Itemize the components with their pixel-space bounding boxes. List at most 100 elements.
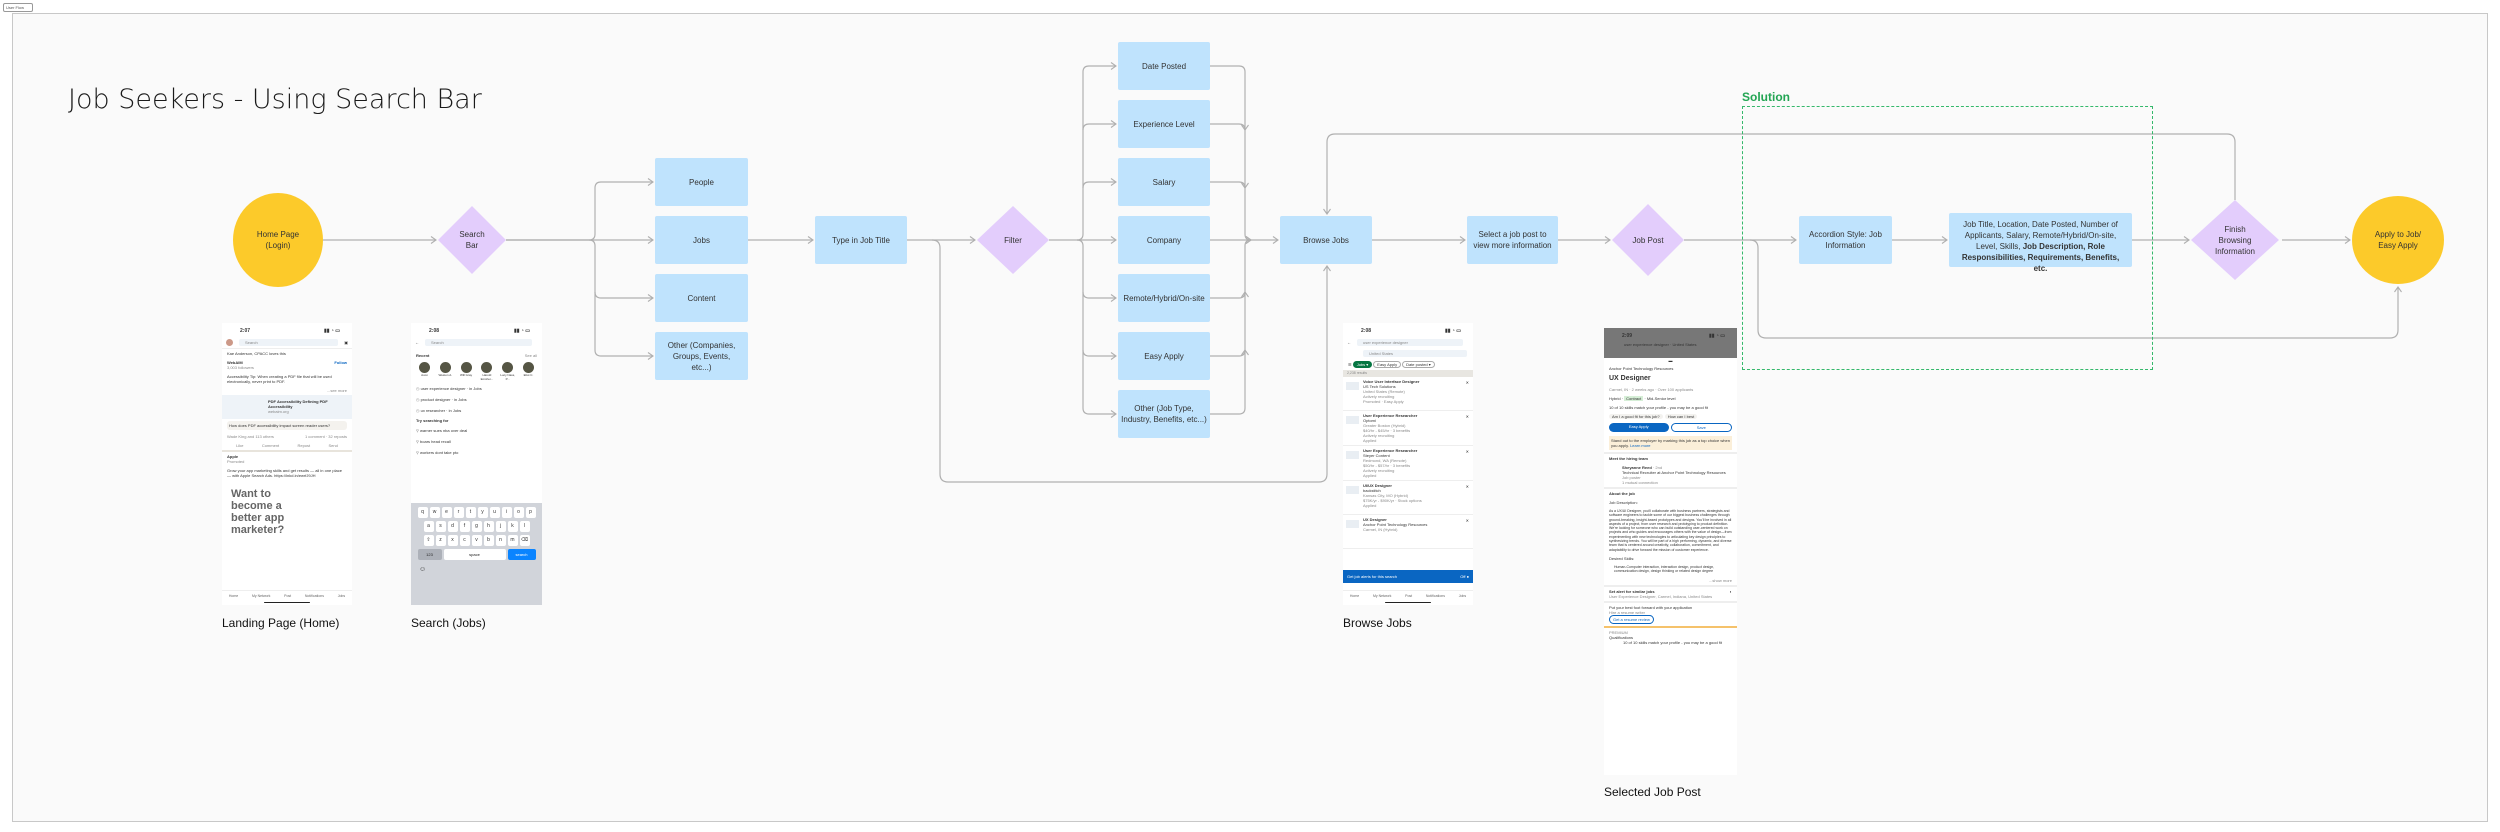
avatar[interactable] <box>226 339 233 346</box>
key[interactable]: k <box>507 521 518 532</box>
node-browse-jobs[interactable]: Browse Jobs <box>1280 216 1372 264</box>
nav-item[interactable]: Home <box>1349 594 1360 598</box>
search-input[interactable]: Search <box>239 339 339 346</box>
comment-button[interactable]: Comment <box>261 443 280 448</box>
dismiss-icon[interactable]: ✕ <box>1465 449 1469 454</box>
recent-search-item[interactable]: ◷ product designer · in Jobs <box>411 394 542 405</box>
key[interactable]: w <box>429 507 440 518</box>
reactions[interactable]: Wade King and 113 others <box>227 434 274 439</box>
key[interactable]: d <box>447 521 458 532</box>
recent-person[interactable]: Lucy Nass, P... <box>498 362 517 381</box>
nav-item[interactable]: My Network <box>251 594 271 598</box>
key[interactable]: m <box>507 535 518 546</box>
key[interactable]: g <box>471 521 482 532</box>
filter-company[interactable]: Company <box>1118 216 1210 264</box>
nav-item[interactable]: Notifications <box>304 594 324 598</box>
suggestion-item[interactable]: ⚲ boars head recall <box>411 436 542 447</box>
key[interactable]: i <box>501 507 512 518</box>
learn-more-link[interactable]: Learn more <box>1630 443 1651 448</box>
key[interactable]: a <box>423 521 434 532</box>
chip-jobs[interactable]: Jobs ▾ <box>1352 361 1373 368</box>
ai-prompt-fit[interactable]: Am I a good fit for this job? <box>1609 414 1663 419</box>
node-content[interactable]: Content <box>655 274 748 322</box>
nav-item[interactable]: Post <box>284 594 292 598</box>
search-input[interactable]: Search <box>425 339 532 346</box>
sheet-handle[interactable]: ▬ <box>1668 358 1673 363</box>
resume-review-button[interactable]: Get a resume review <box>1609 614 1654 624</box>
node-type-job-title[interactable]: Type in Job Title <box>815 216 907 264</box>
key-space[interactable]: space <box>443 549 506 560</box>
nav-item[interactable]: My Network <box>1372 594 1392 598</box>
key[interactable]: u <box>489 507 500 518</box>
ai-prompt-best[interactable]: How can I best <box>1664 414 1698 419</box>
nav-item[interactable]: Home <box>228 594 239 598</box>
key[interactable]: r <box>453 507 464 518</box>
recent-person[interactable]: Eliot C. <box>519 362 538 381</box>
key[interactable]: b <box>483 535 494 546</box>
recent-search-item[interactable]: ◷ user experience designer · in Jobs <box>411 383 542 394</box>
recent-person[interactable]: Will Gray <box>457 362 476 381</box>
nav-item[interactable]: Notifications <box>1425 594 1445 598</box>
dismiss-icon[interactable]: ✕ <box>1465 518 1469 523</box>
see-all-link[interactable]: See all <box>524 353 537 358</box>
key[interactable]: c <box>459 535 470 546</box>
chip-easy-apply[interactable]: Easy Apply <box>1373 361 1402 368</box>
key[interactable]: e <box>441 507 452 518</box>
job-query-input[interactable]: user experience designer <box>1357 339 1463 346</box>
node-people[interactable]: People <box>655 158 748 206</box>
filter-other[interactable]: Other (Job Type, Industry, Benefits, etc… <box>1118 390 1210 438</box>
key[interactable]: l <box>519 521 530 532</box>
nav-item[interactable]: Post <box>1405 594 1413 598</box>
dismiss-icon[interactable]: ✕ <box>1465 380 1469 385</box>
show-more-link[interactable]: ...show more <box>1709 577 1732 583</box>
send-button[interactable]: Send <box>328 443 338 448</box>
node-other-search[interactable]: Other (Companies, Groups, Events, etc...… <box>655 332 748 380</box>
node-accordion[interactable]: Accordion Style: Job Information <box>1799 216 1892 264</box>
company-name[interactable]: Anchor Point Technology Resources <box>1609 366 1674 371</box>
node-finish-browsing[interactable]: Finish Browsing Information <box>2191 200 2279 280</box>
key[interactable]: v <box>471 535 482 546</box>
follow-button[interactable]: Follow <box>334 360 347 365</box>
alert-toggle[interactable]: ◐ <box>1729 588 1732 594</box>
filter-remote[interactable]: Remote/Hybrid/On-site <box>1118 274 1210 322</box>
key[interactable]: j <box>495 521 506 532</box>
easy-apply-button[interactable]: Easy Apply <box>1609 423 1669 432</box>
filter-easy-apply[interactable]: Easy Apply <box>1118 332 1210 380</box>
nav-item[interactable]: Jobs <box>1458 594 1467 598</box>
nav-item[interactable]: Jobs <box>337 594 346 598</box>
job-alert-toggle[interactable]: Off ● <box>1460 574 1469 579</box>
recent-search-item[interactable]: ◷ ux researcher · in Jobs <box>411 405 542 416</box>
messaging-icon[interactable]: ▣ <box>344 340 348 345</box>
node-search-bar[interactable]: Search Bar <box>438 206 506 274</box>
back-arrow-icon[interactable]: ← <box>415 340 419 345</box>
ai-prompt[interactable]: How does PDF accessibility impact screen… <box>227 421 347 430</box>
link-preview[interactable]: PDF Accessibility Defining PDF Accessibi… <box>222 395 352 419</box>
node-job-post[interactable]: Job Post <box>1612 204 1684 276</box>
dismiss-icon[interactable]: ✕ <box>1465 414 1469 419</box>
key[interactable]: t <box>465 507 476 518</box>
key[interactable]: o <box>513 507 524 518</box>
chip-date-posted[interactable]: Date posted ▾ <box>1402 361 1435 368</box>
filter-date-posted[interactable]: Date Posted <box>1118 42 1210 90</box>
frame-tag[interactable]: User Flow <box>3 3 33 12</box>
suggestion-item[interactable]: ⚲ warner sues nba over deal <box>411 425 542 436</box>
node-jobs[interactable]: Jobs <box>655 216 748 264</box>
dismiss-icon[interactable]: ✕ <box>1465 484 1469 489</box>
emoji-icon[interactable]: ☺ <box>419 566 427 573</box>
key-123[interactable]: 123 <box>417 549 442 560</box>
recent-person[interactable]: Harold Emshei... <box>477 362 496 381</box>
filter-experience-level[interactable]: Experience Level <box>1118 100 1210 148</box>
key[interactable]: n <box>495 535 506 546</box>
ad-org[interactable]: Apple <box>227 454 239 459</box>
node-select-job-post[interactable]: Select a job post to view more informati… <box>1467 216 1558 264</box>
filter-settings-icon[interactable]: ☰ <box>1348 362 1353 367</box>
recent-person[interactable]: Axon <box>415 362 434 381</box>
key[interactable]: h <box>483 521 494 532</box>
post-stats[interactable]: 1 comment · 32 reposts <box>304 434 347 439</box>
key[interactable]: p <box>525 507 536 518</box>
